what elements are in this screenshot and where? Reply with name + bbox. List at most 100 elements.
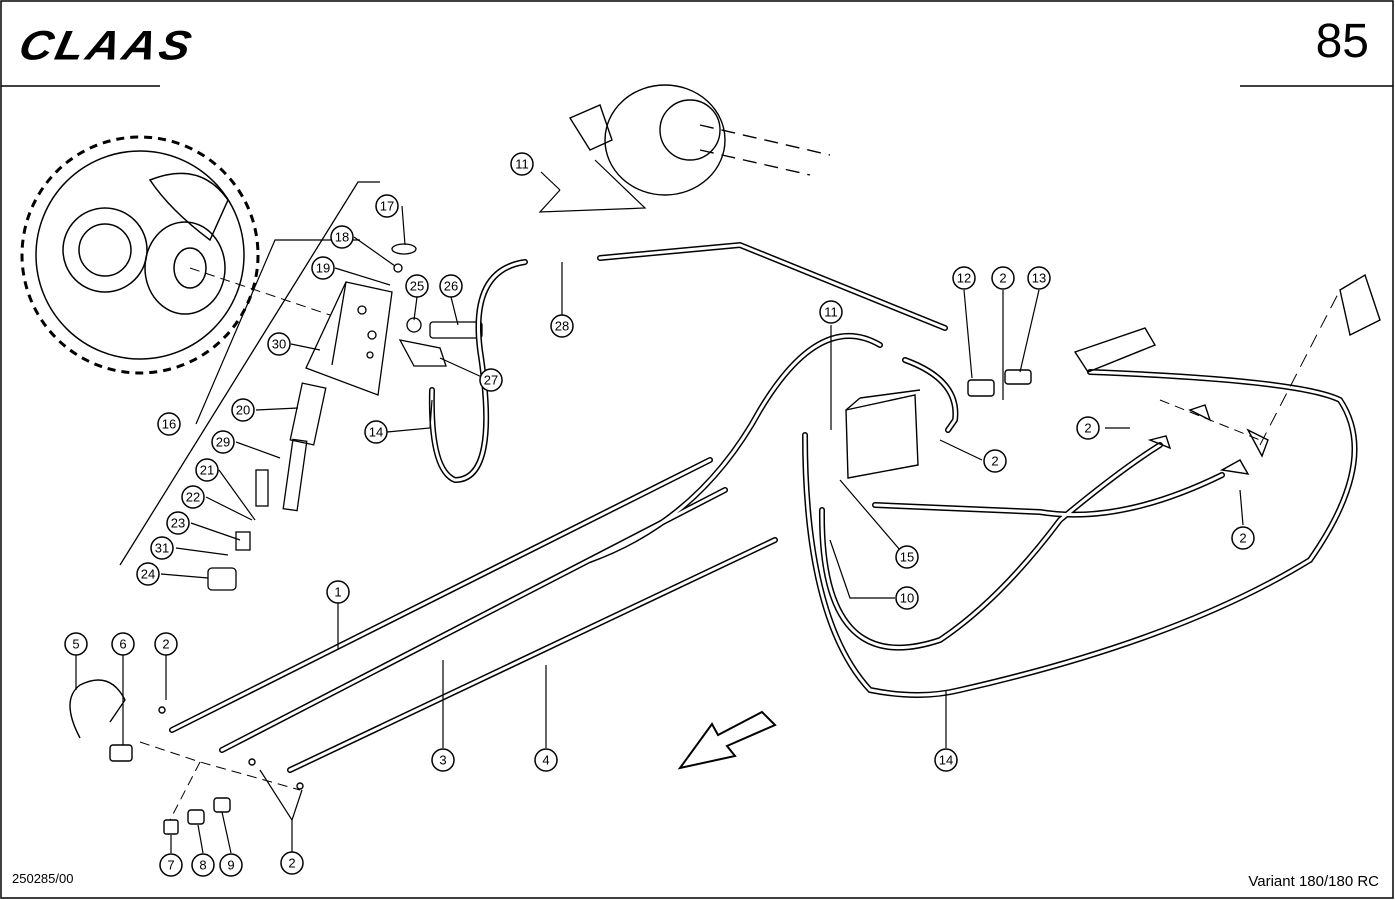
gearbox-shaft xyxy=(568,84,831,196)
callout-c9: 9 xyxy=(219,853,243,877)
callout-c14a: 14 xyxy=(364,420,388,444)
callout-circle xyxy=(181,485,205,509)
callout-circle xyxy=(191,853,215,877)
callout-circle xyxy=(934,748,958,772)
callout-label: 26 xyxy=(444,279,458,294)
callout-label: 27 xyxy=(484,373,498,388)
callout-c8: 8 xyxy=(191,853,215,877)
callout-label: 19 xyxy=(316,261,330,276)
callout-c2b: 2 xyxy=(280,851,304,875)
callout-label: 7 xyxy=(167,858,174,873)
callout-circle xyxy=(895,586,919,610)
callout-circle xyxy=(159,853,183,877)
callout-label: 9 xyxy=(227,858,234,873)
callout-label: 11 xyxy=(824,305,838,320)
callout-label: 21 xyxy=(200,463,214,478)
callout-label: 15 xyxy=(900,550,914,565)
callout-circle xyxy=(991,266,1015,290)
callout-c26: 26 xyxy=(439,274,463,298)
hose-lines xyxy=(169,241,1358,773)
callout-label: 8 xyxy=(199,858,206,873)
callout-circle xyxy=(195,458,219,482)
callout-c29: 29 xyxy=(211,430,235,454)
callout-circle xyxy=(510,152,534,176)
callout-circle xyxy=(166,511,190,535)
callout-c2a: 2 xyxy=(154,632,178,656)
callout-circle xyxy=(219,853,243,877)
callout-label: 3 xyxy=(439,753,446,768)
callout-circle xyxy=(311,256,335,280)
callout-circle xyxy=(231,398,255,422)
callout-c2c: 2 xyxy=(991,266,1015,290)
callout-label: 2 xyxy=(288,856,295,871)
callout-circle xyxy=(895,545,919,569)
callout-circle xyxy=(364,420,388,444)
callout-circle xyxy=(136,562,160,586)
callout-circle xyxy=(479,368,503,392)
callout-circle xyxy=(431,748,455,772)
callout-c1: 1 xyxy=(326,580,350,604)
hose-inner-lines xyxy=(170,243,1357,772)
callout-label: 2 xyxy=(1084,421,1091,436)
callout-c2f: 2 xyxy=(1231,526,1255,550)
callout-circle xyxy=(1027,266,1051,290)
callout-c30: 30 xyxy=(267,332,291,356)
callout-label: 25 xyxy=(410,279,424,294)
callout-circle xyxy=(375,194,399,218)
callout-label: 22 xyxy=(186,490,200,505)
callout-c13: 13 xyxy=(1027,266,1051,290)
callout-label: 14 xyxy=(369,425,383,440)
callout-c3: 3 xyxy=(431,748,455,772)
callout-label: 24 xyxy=(141,567,155,582)
callout-label: 31 xyxy=(155,541,169,556)
callout-circle xyxy=(1231,526,1255,550)
callout-label: 10 xyxy=(900,591,914,606)
callout-c15: 15 xyxy=(895,545,919,569)
leader-lines xyxy=(75,159,1244,854)
callout-circle xyxy=(326,580,350,604)
callout-label: 23 xyxy=(171,516,185,531)
callout-circle xyxy=(111,632,135,656)
callout-c2e: 2 xyxy=(1076,416,1100,440)
callout-circle xyxy=(330,225,354,249)
callout-circle xyxy=(550,314,574,338)
callout-c28: 28 xyxy=(550,314,574,338)
callout-label: 6 xyxy=(119,637,126,652)
document-id: 250285/00 xyxy=(12,871,74,886)
callout-c19: 19 xyxy=(311,256,335,280)
callout-circle xyxy=(1076,416,1100,440)
callout-c22: 22 xyxy=(181,485,205,509)
callout-label: 20 xyxy=(236,403,250,418)
callout-c10: 10 xyxy=(895,586,919,610)
direction-arrow xyxy=(677,710,777,770)
callout-circle xyxy=(211,430,235,454)
page-number: 85 xyxy=(1315,15,1369,68)
callout-c4: 4 xyxy=(534,748,558,772)
callout-label: 2 xyxy=(162,637,169,652)
callout-c31: 31 xyxy=(150,536,174,560)
callout-label: 2 xyxy=(1239,531,1246,546)
sprocket-assembly xyxy=(20,135,331,375)
callout-c20: 20 xyxy=(231,398,255,422)
callout-label: 11 xyxy=(515,157,529,172)
valve-components xyxy=(845,273,1381,479)
callout-c12: 12 xyxy=(952,266,976,290)
callout-label: 28 xyxy=(555,319,569,334)
callout-c7: 7 xyxy=(159,853,183,877)
model-name: Variant 180/180 RC xyxy=(1248,873,1379,890)
valve-block-assembly xyxy=(119,181,483,591)
callout-circle xyxy=(157,412,181,436)
callout-c23: 23 xyxy=(166,511,190,535)
callout-circle xyxy=(154,632,178,656)
callout-circle xyxy=(534,748,558,772)
callout-label: 5 xyxy=(72,637,79,652)
callout-label: 4 xyxy=(542,753,549,768)
callout-label: 13 xyxy=(1032,271,1046,286)
callout-label: 14 xyxy=(939,753,953,768)
callout-circle xyxy=(439,274,463,298)
callout-c17: 17 xyxy=(375,194,399,218)
callout-label: 16 xyxy=(162,417,176,432)
